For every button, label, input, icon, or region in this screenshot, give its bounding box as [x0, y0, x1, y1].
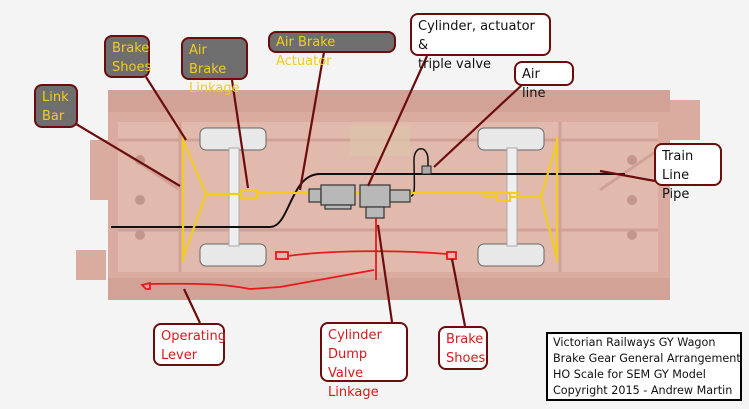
label-brake-shoes-top: Brake Shoes [104, 35, 151, 78]
info-box: Victorian Railways GY Wagon Brake Gear G… [546, 332, 742, 401]
label-link-bar: Link Bar [34, 84, 78, 128]
wheelsets [199, 127, 545, 267]
air-line-hose [410, 148, 429, 197]
label-cylinder-actuator-triple-valve: Cylinder, actuator & triple valve [410, 13, 551, 72]
info-line-title: Victorian Railways GY Wagon [553, 336, 716, 349]
label-air-brake-linkage: Air Brake Linkage [181, 37, 248, 96]
info-line-subtitle: Brake Gear General Arrangement [553, 352, 741, 365]
hand-brake-gear [140, 218, 457, 290]
info-line-scale: HO Scale for SEM GY Model [553, 368, 706, 381]
label-air-line: Air line [514, 61, 574, 101]
wheelset-left [199, 127, 267, 267]
label-operating-lever: Operating Lever [153, 323, 226, 366]
brake-cylinder-and-triple-valve [308, 184, 411, 219]
air-line-coupling [421, 165, 432, 175]
train-line-pipe [111, 173, 625, 228]
leader-lines [75, 51, 656, 327]
label-air-brake-actuator: Air Brake Actuator [268, 31, 396, 69]
info-line-copyright: Copyright 2015 - Andrew Martin [553, 384, 733, 397]
label-brake-shoes-bottom: Brake Shoes [438, 326, 488, 370]
label-train-line-pipe: Train Line Pipe [654, 143, 722, 202]
label-cylinder-dump-valve-linkage: Cylinder Dump Valve Linkage [320, 322, 408, 400]
